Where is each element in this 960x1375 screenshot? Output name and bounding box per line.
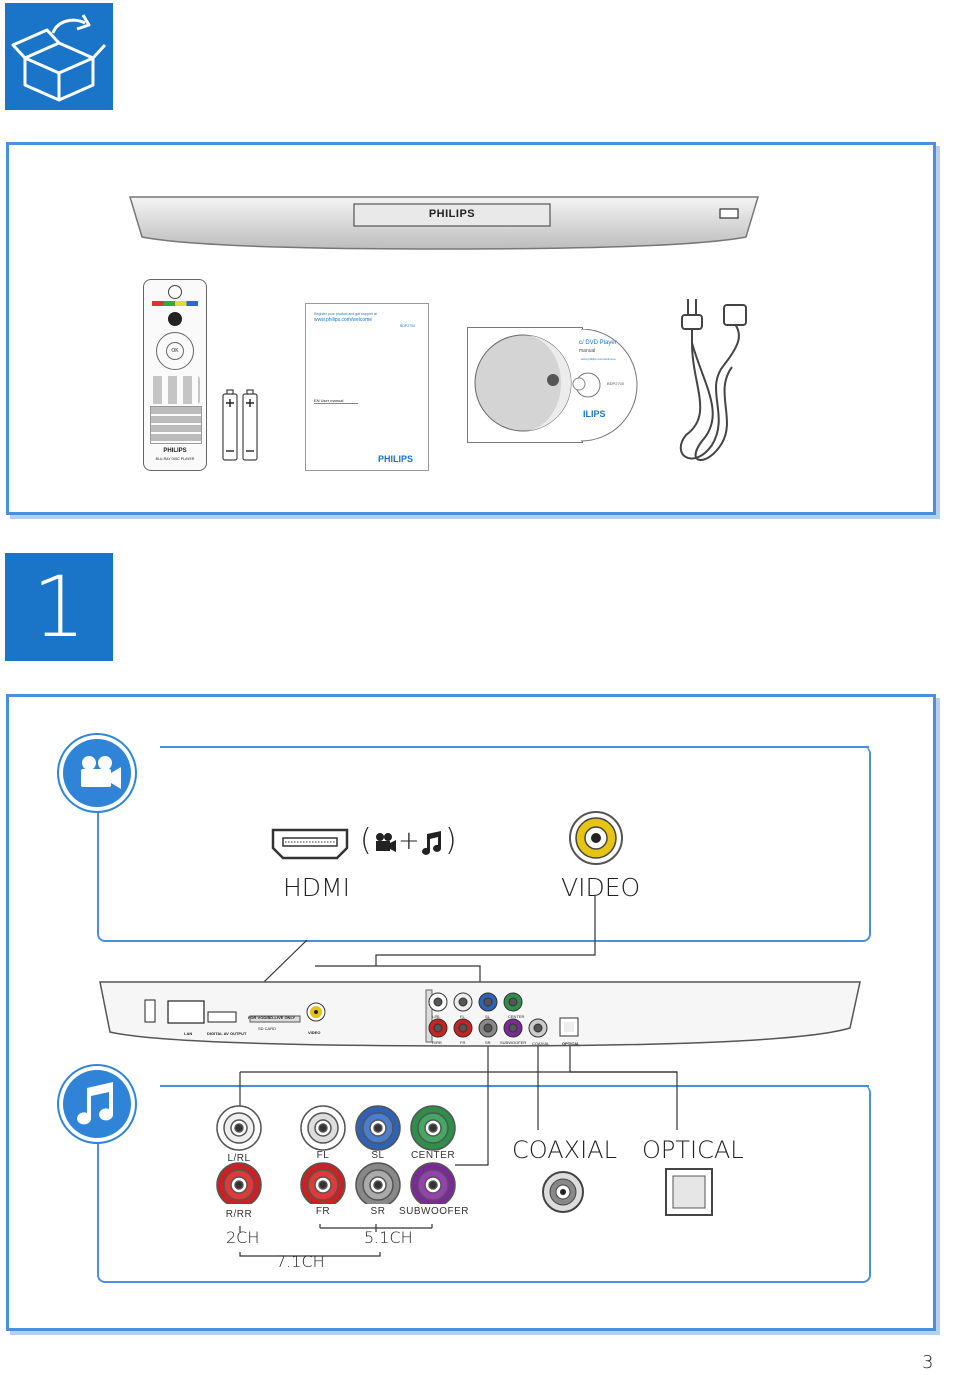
ch71-label: 7.1CH <box>276 1252 325 1271</box>
page-number: 3 <box>922 1352 933 1373</box>
ch2-label: 2CH <box>226 1228 259 1247</box>
ch51-label: 5.1CH <box>364 1228 413 1247</box>
